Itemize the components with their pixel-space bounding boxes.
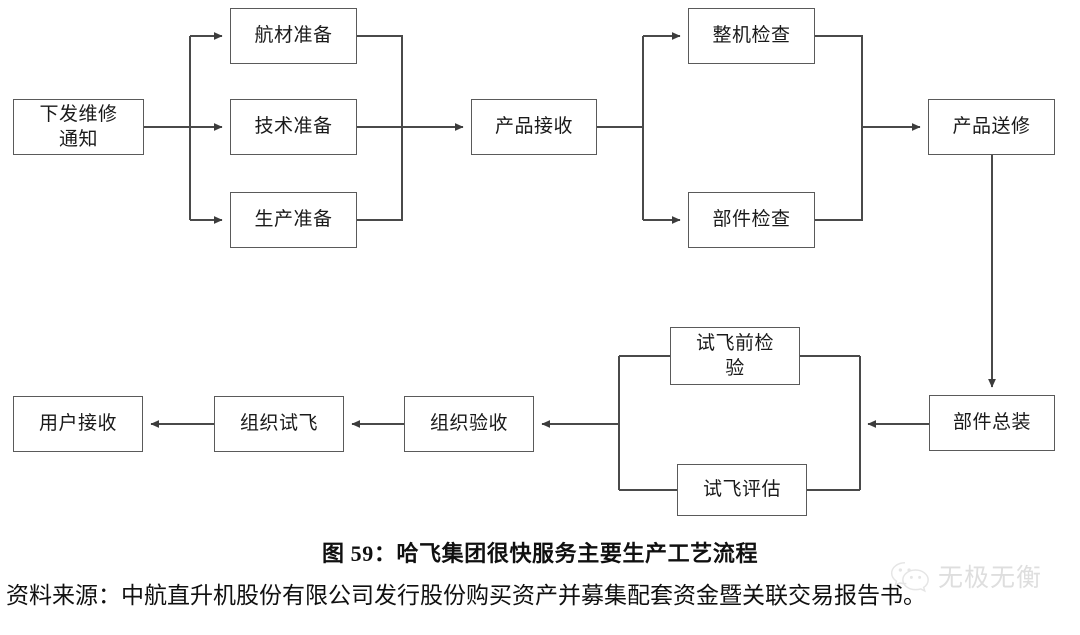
node-zhengji-jiancha[interactable]: 整机检查 — [688, 8, 815, 64]
edge-shengchan-merge — [357, 127, 403, 221]
node-zuzhi-shifei[interactable]: 组织试飞 — [214, 396, 344, 452]
figure-caption-title: 图 59：哈飞集团很快服务主要生产工艺流程 — [321, 541, 759, 566]
node-bujian-jiancha[interactable]: 部件检查 — [688, 192, 815, 248]
figure-caption-source: 资料来源：中航直升机股份有限公司发行股份购买资产并募集配套资金暨关联交易报告书。 — [6, 583, 926, 608]
node-chanpin-songxiu[interactable]: 产品送修 — [928, 99, 1055, 155]
node-jishu-zhunbei[interactable]: 技术准备 — [230, 99, 357, 155]
node-chanpin-jieshou[interactable]: 产品接收 — [471, 99, 597, 155]
node-bujian-zongzhuang[interactable]: 部件总装 — [929, 395, 1055, 451]
node-yonghu-jieshou[interactable]: 用户接收 — [13, 396, 143, 452]
node-xiafa-weixiu-tongzhi[interactable]: 下发维修 通知 — [13, 99, 144, 155]
node-zuzhi-yanshou[interactable]: 组织验收 — [404, 396, 534, 452]
edge-zhengji-merge — [815, 35, 863, 127]
node-shengchan-zhunbei[interactable]: 生产准备 — [230, 192, 357, 248]
node-shifei-qian-jianyan[interactable]: 试飞前检 验 — [670, 327, 800, 385]
edge-bujian-merge — [815, 127, 863, 221]
node-hangcai-zhunbei[interactable]: 航材准备 — [230, 8, 357, 64]
edge-hangcai-merge — [357, 35, 403, 127]
node-shifei-pinggu[interactable]: 试飞评估 — [677, 464, 807, 516]
